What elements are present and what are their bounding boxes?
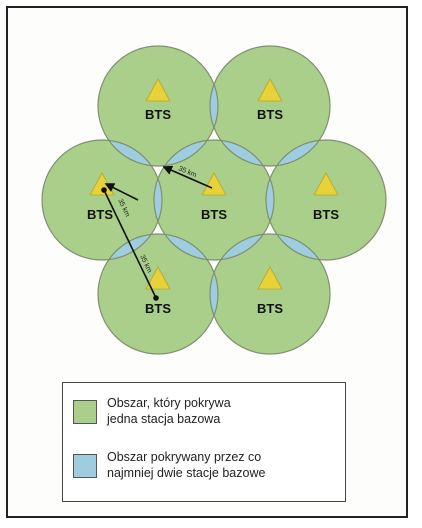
coverage-cell-right bbox=[266, 140, 386, 260]
overlap-swatch bbox=[73, 454, 97, 478]
distance-endpoint bbox=[153, 295, 159, 301]
legend-single-line-2: jedna stacja bazowa bbox=[107, 412, 221, 426]
coverage-cell-bottom-left bbox=[98, 234, 218, 354]
bts-marker-icon bbox=[201, 172, 227, 196]
coverage-cell-top-left bbox=[98, 46, 218, 166]
bts-marker-icon bbox=[145, 266, 171, 290]
distance-line-left-to-bottom bbox=[103, 189, 157, 299]
bts-label-left: BTS bbox=[87, 207, 113, 222]
bts-label-top-right: BTS bbox=[257, 107, 283, 122]
bts-label-center: BTS bbox=[201, 207, 227, 222]
legend-item-overlap: Obszar pokrywany przez co najmniej dwie … bbox=[73, 449, 335, 481]
bts-label-bottom-right: BTS bbox=[257, 301, 283, 316]
distance-arrow-left-to-center bbox=[104, 183, 139, 201]
distance-arrow-center-to-left bbox=[162, 165, 213, 189]
legend-single-line-1: Obszar, który pokrywa bbox=[107, 396, 231, 410]
bts-label-bottom-left: BTS bbox=[145, 301, 171, 316]
bts-label-right: BTS bbox=[313, 207, 339, 222]
coverage-cell-left bbox=[42, 140, 162, 260]
bts-marker-icon bbox=[257, 266, 283, 290]
coverage-cell-bottom-right bbox=[210, 234, 330, 354]
bts-marker-icon bbox=[313, 172, 339, 196]
bts-label-top-left: BTS bbox=[145, 107, 171, 122]
cell-outlines bbox=[41, 45, 387, 355]
coverage-cell-center bbox=[154, 140, 274, 260]
legend-text-single: Obszar, który pokrywa jedna stacja bazow… bbox=[107, 395, 335, 427]
legend-overlap-line-2: najmniej dwie stacje bazowe bbox=[107, 466, 266, 480]
legend-overlap-line-1: Obszar pokrywany przez co bbox=[107, 450, 262, 464]
distance-lines bbox=[101, 165, 213, 301]
legend-item-single-coverage: Obszar, który pokrywa jedna stacja bazow… bbox=[73, 395, 335, 427]
single-coverage-swatch bbox=[73, 400, 97, 424]
bts-labels: BTS BTS BTS BTS BTS BTS BTS bbox=[87, 107, 339, 316]
legend-text-overlap: Obszar pokrywany przez co najmniej dwie … bbox=[107, 449, 335, 481]
bts-marker-icon bbox=[145, 78, 171, 102]
bts-marker-icon bbox=[257, 78, 283, 102]
coverage-cell-top-right bbox=[210, 46, 330, 166]
coverage-cells bbox=[42, 46, 386, 354]
legend: Obszar, który pokrywa jedna stacja bazow… bbox=[62, 382, 346, 502]
distance-endpoint bbox=[101, 187, 107, 193]
